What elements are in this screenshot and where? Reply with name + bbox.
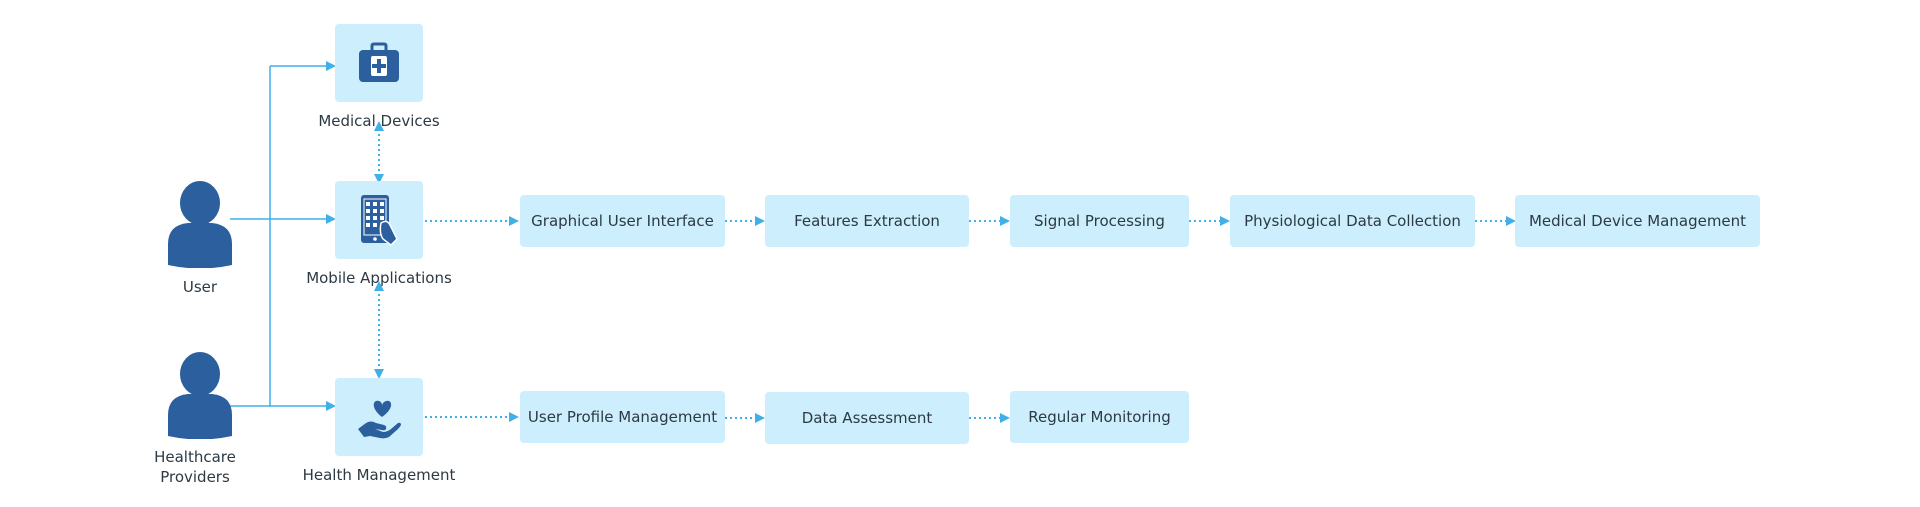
healthcare-label-line1: Healthcare — [154, 448, 236, 466]
user-label: User — [182, 278, 218, 296]
mobile-applications-tile — [335, 181, 423, 259]
actor-connector-tree — [230, 61, 336, 411]
healthcare-label-line2: Providers — [160, 468, 230, 486]
mobile-phone-icon — [361, 195, 398, 246]
flow-box-features-extraction: Features Extraction — [765, 195, 969, 247]
health-management-tile — [335, 378, 423, 456]
flow-box-regular-monitoring: Regular Monitoring — [1010, 391, 1189, 443]
first-aid-kit-icon — [359, 42, 399, 82]
medical-devices-tile — [335, 24, 423, 102]
person-icon — [168, 181, 232, 269]
flow-box-physiological-data-collection: Physiological Data Collection — [1230, 195, 1475, 247]
flow-box-graphical-user-interface: Graphical User Interface — [520, 195, 725, 247]
flow-box-signal-processing: Signal Processing — [1010, 195, 1189, 247]
healthcare-label: Healthcare Providers — [140, 447, 250, 487]
person-icon — [168, 352, 232, 440]
flow-box-medical-device-management: Medical Device Management — [1515, 195, 1760, 247]
healthcare-actor — [166, 352, 234, 440]
flow-arrows — [425, 216, 1516, 423]
user-actor — [166, 181, 234, 269]
flow-box-data-assessment: Data Assessment — [765, 392, 969, 444]
flow-box-user-profile-management: User Profile Management — [520, 391, 725, 443]
medical-devices-label: Medical Devices — [318, 112, 440, 130]
health-management-label: Health Management — [302, 466, 456, 484]
heart-in-hand-icon — [358, 400, 401, 439]
mobile-applications-label: Mobile Applications — [306, 269, 452, 287]
